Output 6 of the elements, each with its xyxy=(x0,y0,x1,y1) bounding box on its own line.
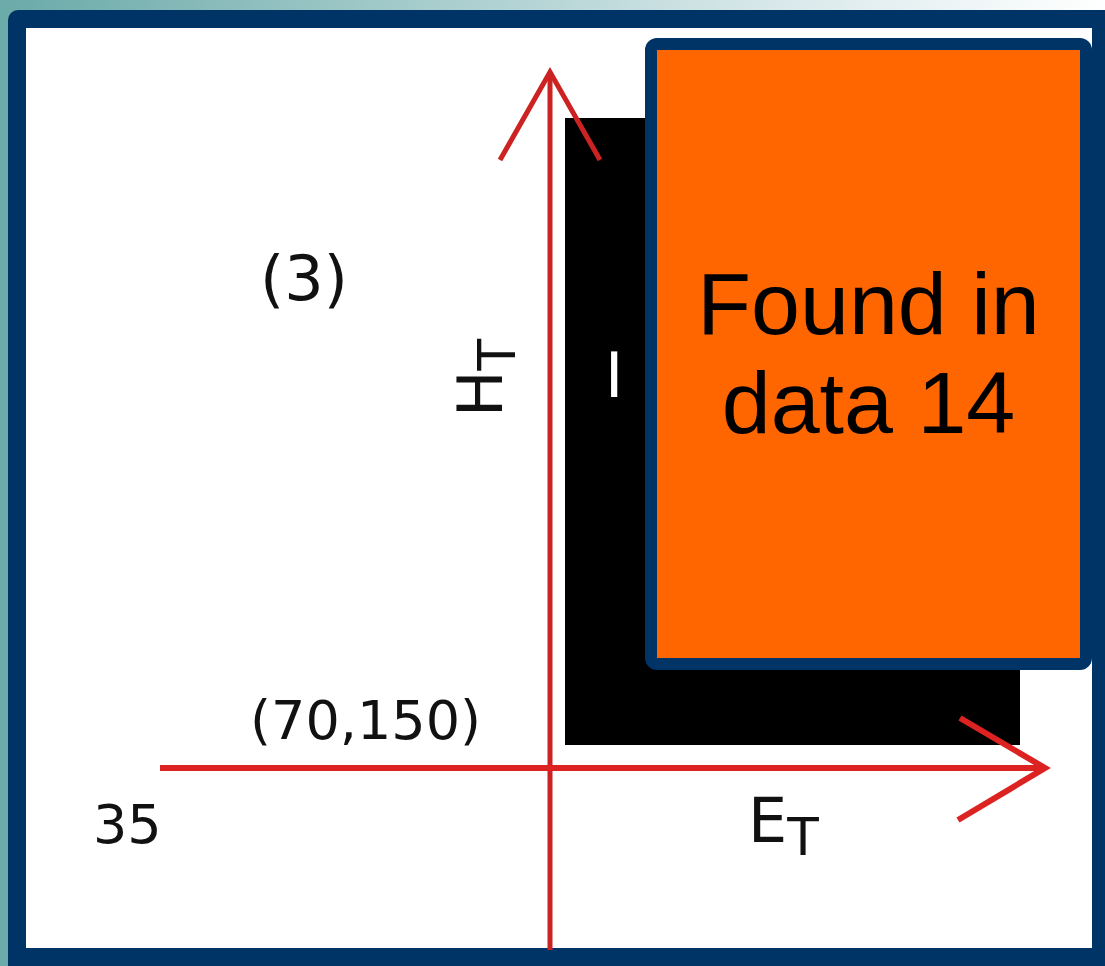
region-label: I xyxy=(605,345,624,407)
callout-number: (3) xyxy=(260,248,348,310)
coordinate-label: (70,150) xyxy=(250,694,482,748)
callout-box: Found in data 14 xyxy=(645,38,1092,670)
axis-label: E$_{T}$ xyxy=(748,790,819,865)
value-label: 35 xyxy=(93,798,162,852)
